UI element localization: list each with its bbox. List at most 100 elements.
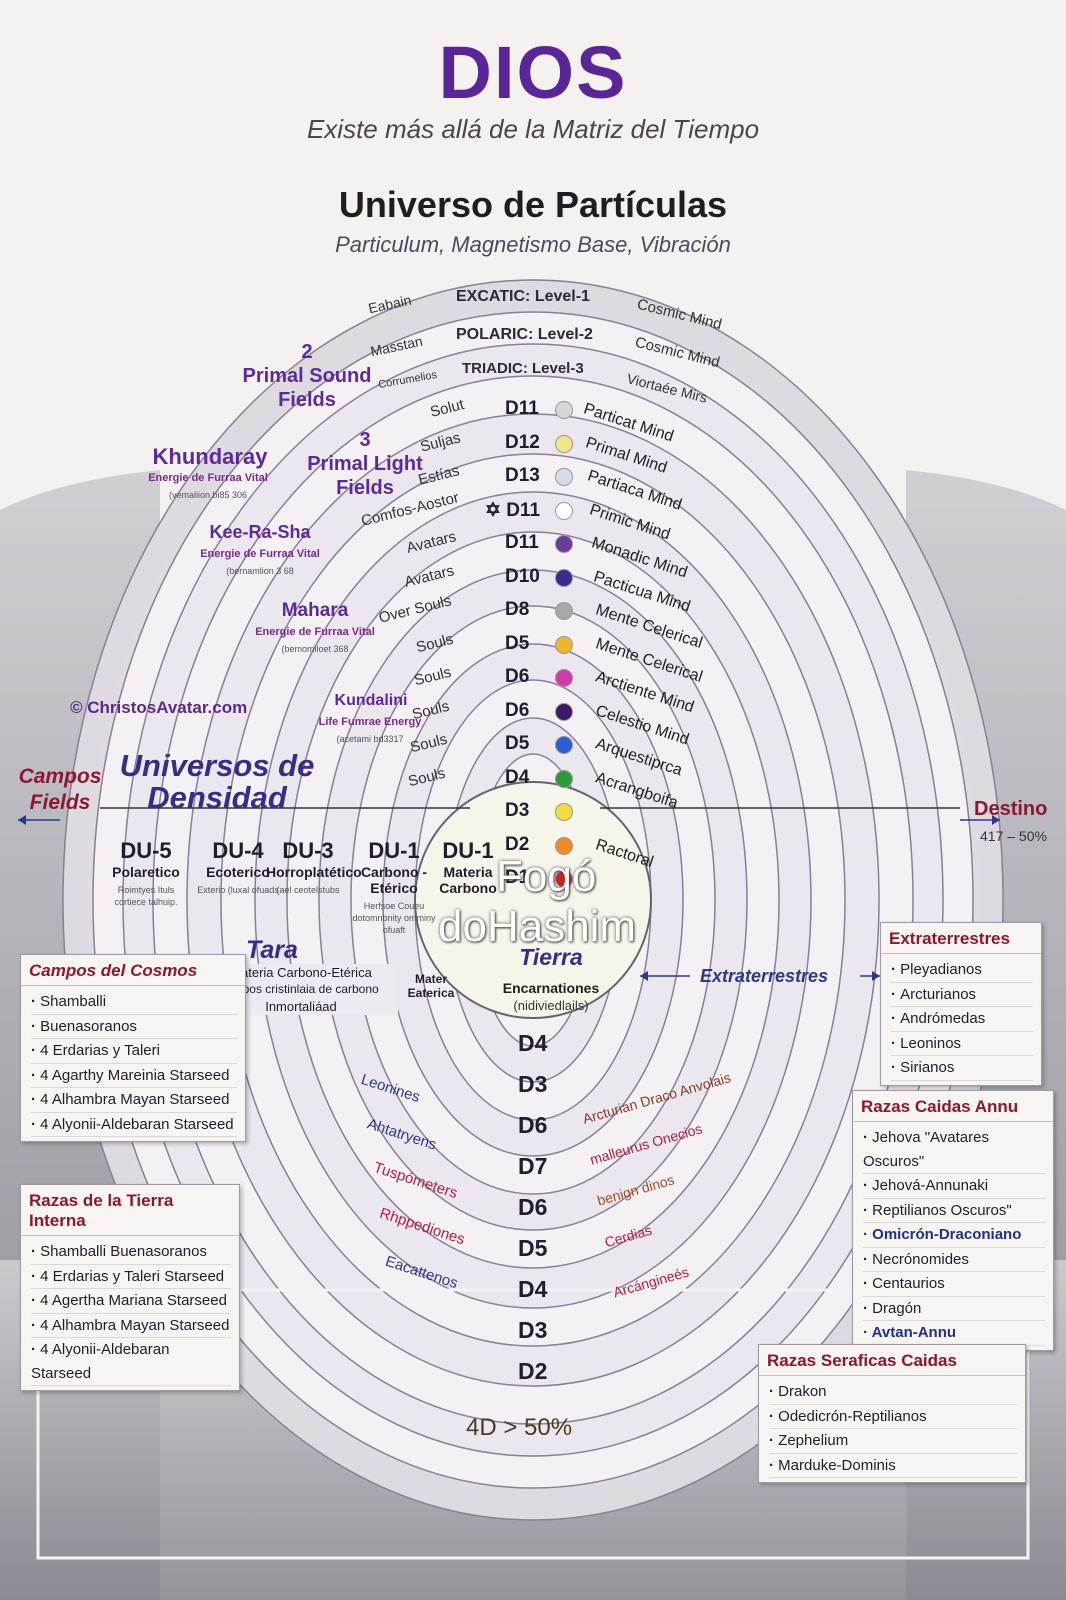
page-title: DIOS [438, 31, 628, 114]
density-name-0: Polaretico [112, 864, 180, 880]
ring-color-dot-13 [555, 836, 573, 855]
ring-label-10: D5 [505, 733, 530, 754]
mahara-label: Mahara [281, 600, 349, 621]
ring-label-11: D4 [505, 766, 530, 788]
list-item: Andrómedas [891, 1007, 1033, 1032]
extraterrestres-arrow-left-head [640, 971, 648, 981]
list-item: 4 Agertha Mariana Starseed [31, 1289, 231, 1314]
lower-ring-1: D3 [518, 1071, 548, 1097]
density-name-3: Carbono -Etérico [360, 864, 428, 896]
lower-ring-8: D2 [518, 1358, 548, 1384]
universe-title: Universo de Partículas [338, 184, 728, 225]
destino-arrow-right-head [992, 815, 1000, 825]
seraficas-box: Razas Seraficas Caidas DrakonOdedicrón-R… [758, 1344, 1026, 1483]
kundalini-sub: Life Fumrae Energy [318, 716, 422, 728]
level-2: POLARIC: Level-2 [456, 326, 593, 343]
tierra-label: Tierra [519, 944, 583, 970]
list-item: 4 Erdarias y Taleri [31, 1039, 237, 1064]
ring-label-5: D10 [505, 565, 540, 587]
ring-color-dot-3 [555, 501, 573, 520]
list-item: Sirianos [891, 1056, 1033, 1081]
tierra-line2: (nidiviedlails) [513, 998, 589, 1013]
seraficas-title: Razas Seraficas Caidas [759, 1345, 1025, 1376]
ring-color-dot-2 [555, 468, 573, 486]
destino-pct: 417 – 50% [980, 828, 1047, 844]
ring-color-dot-14 [555, 870, 573, 888]
list-item: Necrónomides [863, 1248, 1045, 1272]
ring-color-dot-9 [555, 702, 573, 721]
list-item: Jehova "Avatares Oscuros" [863, 1126, 1045, 1174]
ring-color-dot-6 [555, 602, 573, 620]
extraterrestres-arrow-label: Extraterrestres [700, 966, 829, 986]
ring-color-dot-1 [555, 434, 573, 453]
mater-eaterica: Mater Eaterica [407, 972, 455, 1000]
list-item: 4 Agarthy Mareinia Starseed [31, 1064, 237, 1088]
density-name-1: Ecoterico [206, 864, 270, 880]
ring-color-dot-7 [555, 635, 573, 654]
lower-ring-6: D4 [518, 1276, 548, 1302]
extraterrestres-arrow-right-head [872, 971, 880, 981]
density-name-2: Horroplatético [266, 864, 362, 880]
lower-ring-0: D4 [518, 1030, 548, 1056]
ring-label-1: D12 [505, 431, 540, 453]
extraterrestres-title: Extraterrestres [881, 923, 1041, 954]
density-tiny-3: Herfsoe Coueu dotomnbnity omminy ofuaft [352, 901, 436, 935]
density-code-2: DU-3 [282, 838, 334, 863]
density-code-0: DU-5 [120, 838, 172, 863]
list-item: Dragón [863, 1297, 1045, 1321]
list-item: Pleyadianos [891, 958, 1033, 983]
ring-label-0: D11 [505, 398, 539, 419]
ring-label-14: D1 [505, 867, 530, 888]
keerasha-label: Kee-Ra-Sha [209, 522, 311, 542]
ring-color-dot-4 [555, 535, 573, 553]
list-item: Zephelium [769, 1429, 1017, 1454]
density-name-4: Materia Carbono [439, 864, 497, 896]
density-tiny-2: (ael ceotelstubs [276, 885, 340, 895]
density-code-3: DU-1 [368, 838, 420, 863]
ring-color-dot-12 [555, 803, 573, 821]
keerasha-tiny: (bernamlion 3 68 [226, 566, 294, 576]
density-code-1: DU-4 [212, 838, 264, 863]
list-item: Marduke-Dominis [769, 1454, 1017, 1478]
tierra-interna-box: Razas de la Tierra Interna Shamballi Bue… [20, 1184, 240, 1391]
lower-ring-4: D6 [518, 1194, 548, 1220]
list-item: Shamballi [31, 990, 237, 1015]
list-item: Reptilianos Oscuros" [863, 1199, 1045, 1223]
campos-fields-label: Campos Fields [18, 765, 102, 814]
ring-color-dot-8 [555, 669, 573, 687]
density-code-4: DU-1 [442, 838, 494, 863]
list-item: Shamballi Buenasoranos [31, 1240, 231, 1265]
footer-4d: 4D > 50% [466, 1414, 573, 1441]
list-item: 4 Alyonii-Aldebaran Starseed [31, 1113, 237, 1137]
khundaray-label: Khundaray [152, 444, 268, 469]
ring-label-2: D13 [505, 465, 540, 486]
lower-ring-3: D7 [518, 1153, 548, 1179]
caidas-annu-list: Jehova "Avatares Oscuros"Jehová-Annunaki… [853, 1122, 1053, 1350]
campos-arrow-left-head [18, 815, 26, 825]
caidas-annu-title: Razas Caidas Annu [853, 1091, 1053, 1122]
tierra-interna-list: Shamballi Buenasoranos4 Erdarias y Taler… [21, 1236, 239, 1390]
universe-subtitle: Particulum, Magnetismo Base, Vibración [335, 232, 731, 257]
extraterrestres-box: Extraterrestres PleyadianosArcturianosAn… [880, 922, 1042, 1086]
list-item: 4 Alyonii-Aldebaran Starseed [31, 1338, 231, 1386]
campos-cosmos-title: Campos del Cosmos [21, 955, 245, 986]
list-item: Odedicrón-Reptilianos [769, 1405, 1017, 1429]
ring-label-13: D2 [505, 833, 530, 855]
level-3: TRIADIC: Level-3 [462, 360, 584, 377]
ring-label-8: D6 [505, 666, 530, 687]
list-item: 4 Erdarias y Taleri Starseed [31, 1265, 231, 1289]
extraterrestres-list: PleyadianosArcturianosAndrómedasLeoninos… [881, 954, 1041, 1085]
universos-densidad-label: Universos de Densidad [119, 748, 315, 815]
ring-label-12: D3 [505, 800, 530, 821]
destino-label: Destino [974, 798, 1048, 820]
seraficas-list: DrakonOdedicrón-ReptilianosZepheliumMard… [759, 1376, 1025, 1482]
fogo-watermark-line1: Fogó [496, 852, 597, 901]
density-tiny-1: Exterio (luxal ofuads [197, 885, 279, 895]
concentric-rings [18, 279, 1004, 1521]
